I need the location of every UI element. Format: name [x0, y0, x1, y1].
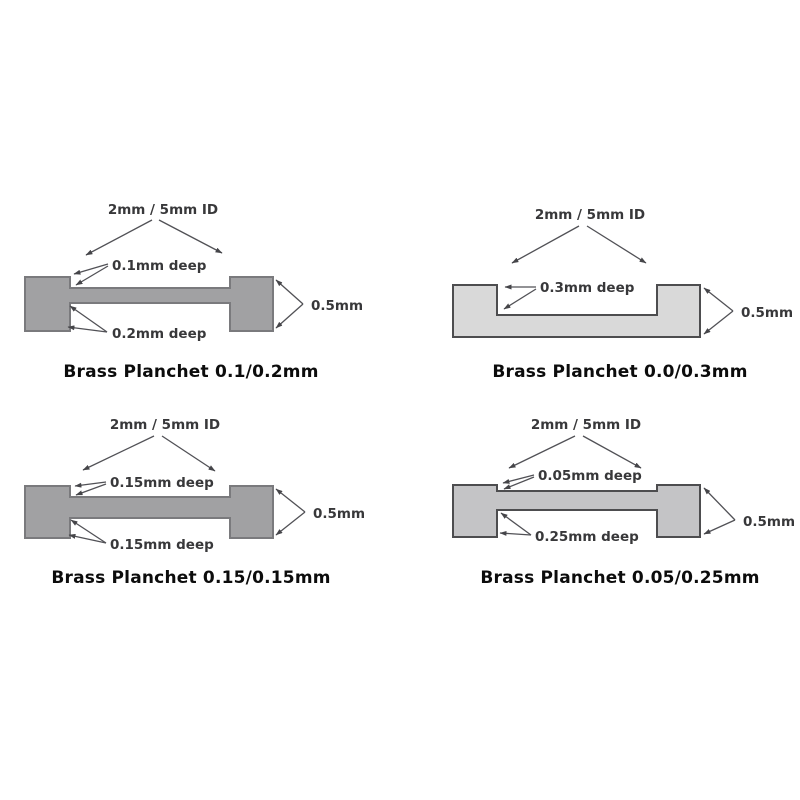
top-depth-label: 0.3mm deep: [540, 280, 635, 296]
id-pointer-lines: [85, 219, 223, 256]
planchet-cross-section: [452, 484, 701, 538]
thickness-label: 0.5mm: [743, 514, 795, 530]
id-dimension-label: 2mm / 5mm ID: [110, 417, 220, 433]
id-dimension-label: 2mm / 5mm ID: [535, 207, 645, 223]
top-depth-pointer-lines: [503, 284, 537, 310]
top-depth-pointer-lines: [73, 263, 109, 286]
top-depth-label: 0.1mm deep: [112, 258, 207, 274]
id-pointer-lines: [511, 225, 647, 264]
top-depth-pointer-lines: [502, 474, 535, 490]
id-pointer-lines: [82, 435, 216, 472]
bottom-depth-pointer-lines: [499, 512, 532, 536]
thickness-label: 0.5mm: [741, 305, 793, 321]
bottom-depth-pointer-lines: [68, 519, 107, 544]
panel-caption: Brass Planchet 0.15/0.15mm: [51, 568, 330, 588]
top-depth-label: 0.15mm deep: [110, 475, 214, 491]
planchet-cross-section: [24, 276, 274, 332]
thickness-pointer-lines: [703, 287, 734, 335]
panel-caption: Brass Planchet 0.05/0.25mm: [480, 568, 759, 588]
panel-brass-planchet-0.15-0.15: 2mm / 5mm ID 0.15mm deep 0.15mm deep 0.5…: [24, 417, 365, 588]
panel-brass-planchet-0.1-0.2: 2mm / 5mm ID 0.1mm deep 0.2mm deep 0.5mm…: [24, 202, 363, 382]
panel-brass-planchet-0.05-0.25: 2mm / 5mm ID 0.05mm deep 0.25mm deep 0.5…: [452, 417, 795, 588]
thickness-pointer-lines: [703, 487, 736, 535]
bottom-depth-pointer-lines: [67, 305, 108, 333]
thickness-label: 0.5mm: [313, 506, 365, 522]
thickness-pointer-lines: [275, 488, 306, 536]
id-pointer-lines: [508, 435, 642, 469]
planchet-cross-section: [24, 485, 274, 539]
bottom-depth-label: 0.25mm deep: [535, 529, 639, 545]
thickness-label: 0.5mm: [311, 298, 363, 314]
top-depth-pointer-lines: [74, 481, 107, 496]
id-dimension-label: 2mm / 5mm ID: [531, 417, 641, 433]
panel-caption: Brass Planchet 0.0/0.3mm: [492, 362, 747, 382]
top-depth-label: 0.05mm deep: [538, 468, 642, 484]
panel-brass-planchet-0.0-0.3: 2mm / 5mm ID 0.3mm deep 0.5mm Brass Plan…: [452, 207, 793, 382]
bottom-depth-label: 0.2mm deep: [112, 326, 207, 342]
panel-caption: Brass Planchet 0.1/0.2mm: [63, 362, 318, 382]
id-dimension-label: 2mm / 5mm ID: [108, 202, 218, 218]
planchet-cross-section: [452, 284, 701, 338]
bottom-depth-label: 0.15mm deep: [110, 537, 214, 553]
thickness-pointer-lines: [275, 279, 304, 329]
